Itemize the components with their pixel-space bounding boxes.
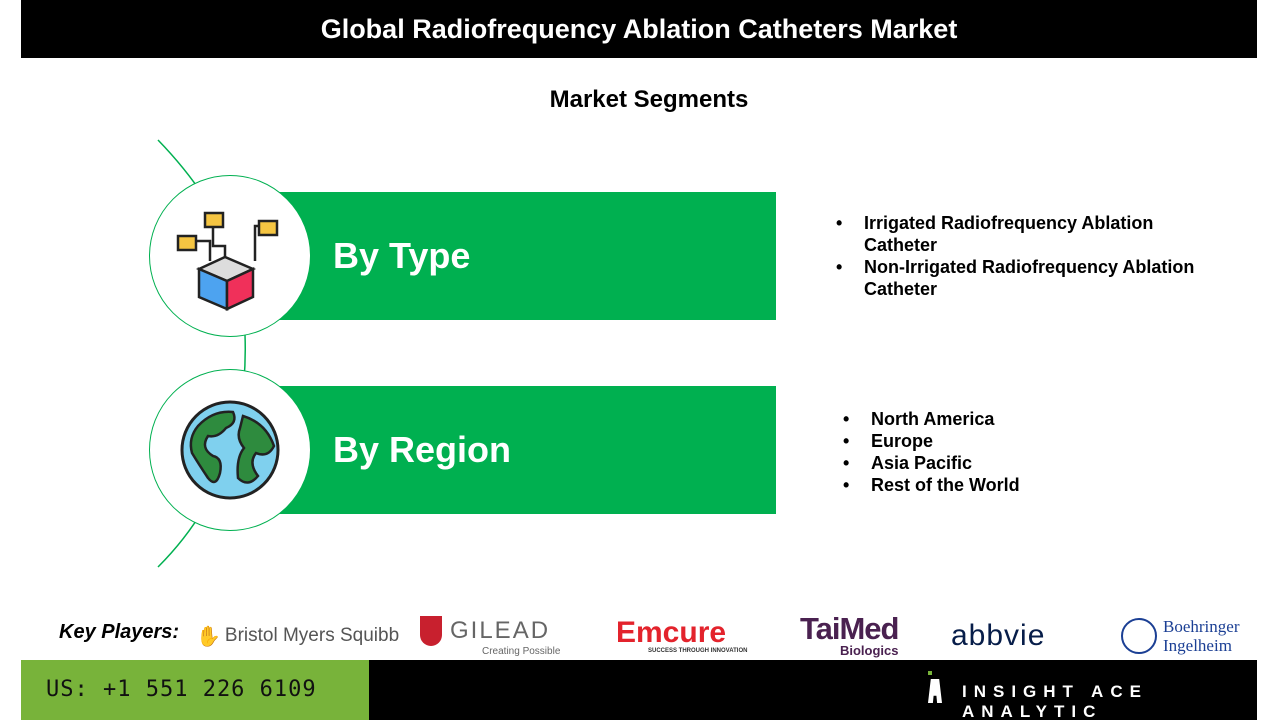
key-players-label: Key Players: [59,621,180,643]
page-title: Global Radiofrequency Ablation Catheters… [21,0,1257,58]
segment-region-circle [149,369,311,531]
logo-bms: ✋ Bristol Myers Squibb [196,625,400,648]
logo-taimed: TaiMed Biologics [800,610,899,658]
type-list: Irrigated Radiofrequency Ablation Cathet… [836,212,1196,300]
logo-gilead: GILEAD Creating Possible [420,612,560,660]
insight-ace-logo-icon [928,671,942,705]
logo-abbvie: abbvie [951,619,1046,652]
section-subtitle: Market Segments [549,86,749,113]
brand-name: INSIGHT ACE ANALYTIC [962,682,1148,721]
logo-emcure: Emcure SUCCESS THROUGH INNOVATION [616,616,748,655]
phone-number: US: +1 551 226 6109 [21,660,369,720]
list-item: Non-Irrigated Radiofrequency Ablation Ca… [836,256,1196,300]
footer-bar [369,660,1257,720]
segment-by-region: By Region [250,386,776,514]
segment-type-circle [149,175,311,337]
list-item: Asia Pacific [843,452,1143,474]
segment-by-type: By Type [250,192,776,320]
logo-boehringer: Boehringer Ingelheim [1121,612,1239,660]
gilead-shield-icon [420,615,442,646]
region-list: North America Europe Asia Pacific Rest o… [843,408,1143,496]
cube-network-icon [176,211,279,311]
list-item: Irrigated Radiofrequency Ablation Cathet… [836,212,1196,256]
ingelheim-name: Ingelheim [1163,636,1232,655]
list-item: North America [843,408,1143,430]
list-item: Rest of the World [843,474,1143,496]
boehringer-name: Boehringer [1163,617,1240,636]
boehringer-emblem-icon [1121,618,1157,654]
list-item: Europe [843,430,1143,452]
hand-icon: ✋ [196,625,221,648]
globe-icon [180,400,280,500]
